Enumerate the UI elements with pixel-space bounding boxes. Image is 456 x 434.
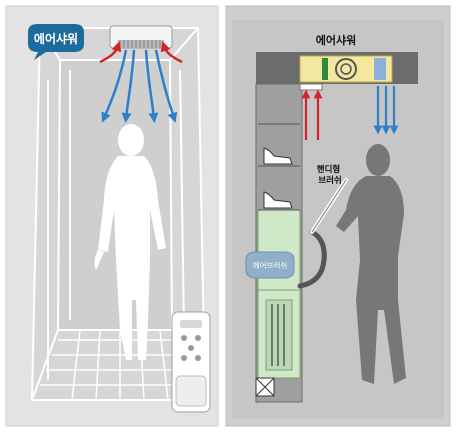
remote-control-icon [172, 312, 210, 412]
air-brush-label: 에어브러쉬 [253, 260, 288, 270]
badge-label: 에어샤워 [34, 31, 78, 46]
ceiling-vent-icon [110, 26, 172, 48]
handy-brush-line-1: 핸디형 [317, 164, 340, 175]
handy-brush-line-2: 브러쉬 [318, 175, 341, 186]
right-panel: 에어샤워 [226, 6, 450, 426]
air-brush-badge: 에어브러쉬 [246, 252, 294, 278]
right-title: 에어샤워 [316, 33, 356, 47]
fan-unit-icon [300, 56, 392, 82]
left-panel: 에어샤워 [6, 6, 218, 426]
